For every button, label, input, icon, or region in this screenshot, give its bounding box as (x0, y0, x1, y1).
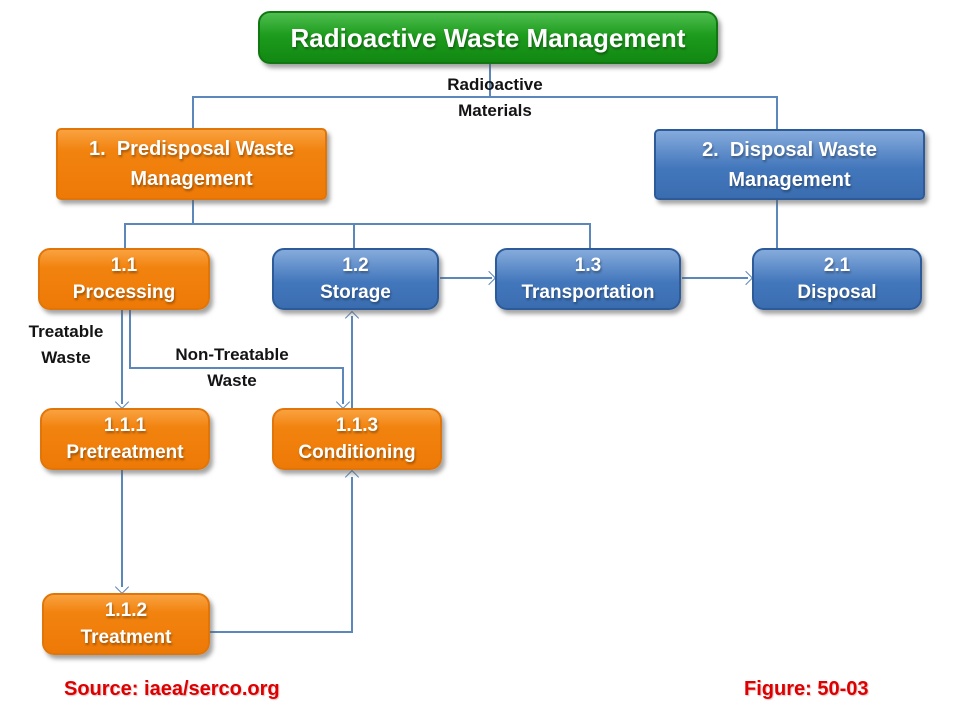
node-label-line1: 1.3 (574, 255, 602, 276)
node-label-line1: 1.1.3 (335, 415, 379, 436)
edge-pretreatment-treatment (121, 470, 123, 587)
node-label-line2: Management (130, 168, 253, 190)
node-disposal-management: 2. Disposal Waste Management (654, 129, 925, 200)
node-treatment: 1.1.2 Treatment (42, 593, 210, 655)
node-label-line1: 2.1 (823, 255, 851, 276)
arrowhead-treatable (114, 394, 130, 410)
source-text: Source: iaea/serco.org (64, 678, 280, 700)
edge-storage-transportation (440, 277, 492, 279)
edge-disposal-mgmt-down (776, 199, 778, 250)
edge-transportation-disposal (682, 277, 748, 279)
edge-treatment-conditioning-seg1 (210, 631, 353, 633)
label-line1: Radioactive (447, 75, 543, 94)
node-predisposal: 1. Predisposal Waste Management (56, 128, 327, 200)
node-label-line2: Disposal (797, 282, 877, 303)
edge-conditioning-storage (351, 316, 353, 408)
node-label-line2: Conditioning (298, 442, 416, 463)
node-label-line2: Treatment (80, 627, 172, 648)
node-label-line1: 1. Predisposal Waste (89, 138, 294, 160)
edge-nontreatable-seg1 (129, 310, 131, 369)
node-processing: 1.1 Processing (38, 248, 210, 310)
edge-drop-storage (353, 223, 355, 249)
arrowhead-pretreatment-treatment (114, 579, 130, 595)
arrowhead-conditioning-storage (344, 310, 360, 326)
label-line1: Treatable (28, 322, 104, 341)
node-label-line2: Pretreatment (66, 442, 184, 463)
edge-treatable (121, 310, 123, 404)
node-pretreatment: 1.1.1 Pretreatment (40, 408, 210, 470)
node-label-line2: Storage (320, 282, 391, 303)
edge-treatment-conditioning-seg2 (351, 477, 353, 632)
node-label-line2: Processing (72, 282, 176, 303)
node-label-line1: 1.1 (110, 255, 138, 276)
edge-nontreatable-seg2 (129, 367, 344, 369)
node-label-line1: 2. Disposal Waste (702, 138, 877, 161)
node-label-line2: Management (728, 168, 851, 191)
node-label-line2: Transportation (521, 282, 655, 303)
node-transportation: 1.3 Transportation (495, 248, 681, 310)
edge-drop-predisposal (192, 96, 194, 129)
edge-top-split (193, 96, 777, 98)
arrowhead-transportation-disposal (738, 270, 754, 286)
node-label-line1: 1.1.2 (104, 600, 148, 621)
title-label: Radioactive Waste Management (290, 22, 686, 53)
edge-drop-disposal-mgmt (776, 96, 778, 129)
label-line2: Materials (458, 101, 532, 120)
node-label-line1: 1.2 (342, 255, 369, 276)
arrowhead-storage-transportation (481, 270, 497, 286)
arrowhead-nontreatable (335, 394, 351, 410)
node-label-line1: 1.1.1 (103, 415, 147, 436)
label-line2: Waste (207, 371, 257, 390)
label-line2: Waste (41, 348, 91, 367)
edge-drop-processing (124, 223, 126, 249)
node-title: Radioactive Waste Management (258, 11, 718, 64)
edge-mid-split (125, 223, 590, 225)
label-non-treatable-waste: Non-Treatable Waste (158, 342, 306, 394)
label-treatable-waste: Treatable Waste (18, 319, 114, 371)
edge-title-drop (489, 63, 491, 97)
node-storage: 1.2 Storage (272, 248, 439, 310)
node-disposal: 2.1 Disposal (752, 248, 922, 310)
figure-text: Figure: 50-03 (744, 678, 869, 700)
edge-drop-transportation (589, 223, 591, 249)
label-line1: Non-Treatable (175, 345, 289, 364)
node-conditioning: 1.1.3 Conditioning (272, 408, 442, 470)
edge-nontreatable-seg3 (342, 367, 344, 404)
edge-predisposal-down (192, 199, 194, 225)
arrowhead-treatment-conditioning (344, 469, 360, 485)
label-radioactive-materials: Radioactive Materials (430, 72, 560, 124)
